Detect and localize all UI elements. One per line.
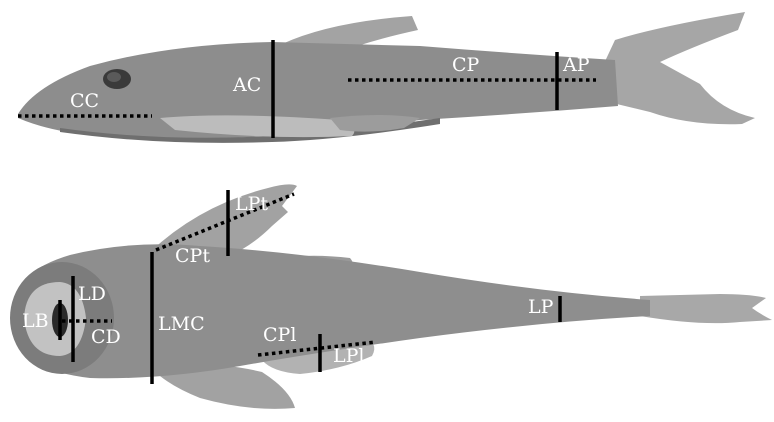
label-cpt: CPt — [175, 245, 210, 267]
label-cd: CD — [91, 326, 121, 348]
label-lmc: LMC — [158, 313, 205, 335]
label-lp: LP — [528, 296, 554, 318]
lateral-view: CC AC CP AP — [18, 12, 755, 143]
label-ld: LD — [78, 283, 106, 305]
label-ap: AP — [562, 54, 590, 76]
ventral-view: LPt CPt LD LB CD LMC CPl LPl LP — [10, 184, 772, 408]
lateral-pelvic-fin — [330, 115, 420, 132]
lateral-eye-highlight — [107, 72, 121, 82]
ventral-caudal-fin — [640, 294, 772, 323]
label-cp: CP — [452, 54, 480, 76]
label-lpt: LPt — [235, 193, 268, 215]
label-cc: CC — [70, 90, 99, 112]
label-ac: AC — [232, 74, 261, 96]
label-lpl: LPl — [333, 345, 364, 367]
lateral-caudal-fin — [600, 12, 755, 124]
label-cpl: CPl — [263, 324, 296, 346]
label-lb: LB — [22, 310, 49, 332]
